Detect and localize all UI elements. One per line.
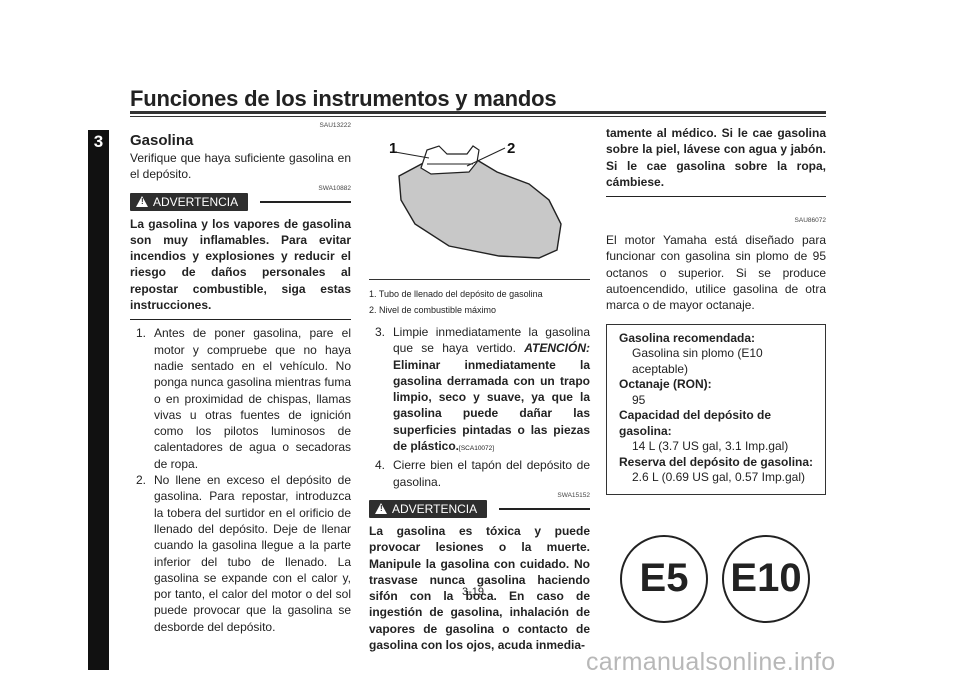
warning-header: !ADVERTENCIA <box>130 192 351 213</box>
spec-label: Gasolina recomendada: <box>619 330 756 345</box>
section-heading: Gasolina <box>130 132 194 149</box>
leader-line-1 <box>394 151 430 159</box>
warning-code: SWA15152 <box>557 491 590 499</box>
list-item: 1. Antes de poner gasolina, pare el moto… <box>136 326 351 471</box>
fuel-tank-illustration: 1 2 <box>389 140 562 259</box>
chapter-tab <box>88 130 109 670</box>
figure-captions: 1. Tubo de llenado del depósito de gasol… <box>369 279 590 318</box>
list-item: 2. No llene en exceso el depósito de gas… <box>136 473 351 634</box>
watermark: carmanualsonline.info <box>586 648 836 676</box>
warning-text: La gasolina es tóxica y puede provocar l… <box>369 523 590 653</box>
page-number: 3-19 <box>462 586 485 598</box>
e5-badge: E5 <box>620 534 708 623</box>
header-rule-thin <box>130 116 826 117</box>
spec-label: Reserva del depósito de gasolina: <box>619 454 814 469</box>
warning-badge: !ADVERTENCIA <box>130 192 249 211</box>
column-3: tamente al médico. Si le cae gasolina so… <box>606 125 826 635</box>
spec-box: Gasolina recomendada: Gasolina sin plomo… <box>606 323 826 495</box>
warning-rule <box>499 507 590 510</box>
chapter-tab-number: 3 <box>93 132 104 151</box>
spec-label: Octanaje (RON): <box>619 377 712 392</box>
fuel-paragraph: El motor Yamaha está diseñado para funci… <box>606 233 826 313</box>
filler-neck-shape <box>420 145 480 175</box>
warning-text: La gasolina y los vapores de gasolina so… <box>130 216 351 321</box>
warning-rule <box>260 200 351 203</box>
header-rule <box>130 111 826 114</box>
spec-value: 95 <box>632 392 646 407</box>
warning-code: SWA10882 <box>318 184 351 192</box>
fuel-tank-shape <box>398 159 562 259</box>
fuel-badges: E5 E10 <box>606 534 826 635</box>
caption: 1. Tubo de llenado del depósito de gasol… <box>369 289 543 299</box>
spec-value: 14 L (3.7 US gal, 3.1 Imp.gal) <box>632 439 789 454</box>
e10-badge: E10 <box>722 534 810 623</box>
page-title: Funciones de los instrumentos y mandos <box>130 86 557 111</box>
steps-list-continued: 3. Limpie inmediatamente la gasolina que… <box>369 324 590 490</box>
spec-value: 2.6 L (0.69 US gal, 0.57 Imp.gal) <box>632 470 805 485</box>
warning-triangle-icon: ! <box>136 195 148 207</box>
caption: 2. Nivel de combustible máximo <box>369 305 497 315</box>
steps-list: 1. Antes de poner gasolina, pare el moto… <box>130 325 351 635</box>
column-1: SAU13222 Gasolina Verifique que haya suf… <box>130 122 351 635</box>
list-item: 4. Cierre bien el tapón del depósito de … <box>375 458 590 489</box>
section-code: SAU86072 <box>794 217 826 225</box>
warning-badge: !ADVERTENCIA <box>369 499 488 518</box>
figure-label-2: 2 <box>507 140 515 157</box>
spec-label: Capacidad del depósito de gasolina: <box>619 408 772 438</box>
list-item: 3. Limpie inmediatamente la gasolina que… <box>375 325 590 454</box>
warning-triangle-icon: ! <box>375 502 387 514</box>
warning-text-continued: tamente al médico. Si le cae gasolina so… <box>606 125 826 198</box>
warning-header: !ADVERTENCIA <box>369 499 590 520</box>
column-2: 1 2 1. Tubo de llenado del depósito de g… <box>369 128 590 653</box>
figure-label-1: 1 <box>389 140 397 157</box>
intro-text: Verifique que haya suficiente gasolina e… <box>130 151 351 182</box>
spec-value: Gasolina sin plomo (E10 aceptable) <box>632 346 763 376</box>
section-code: SAU13222 <box>319 122 351 129</box>
leader-line-2 <box>466 147 506 167</box>
